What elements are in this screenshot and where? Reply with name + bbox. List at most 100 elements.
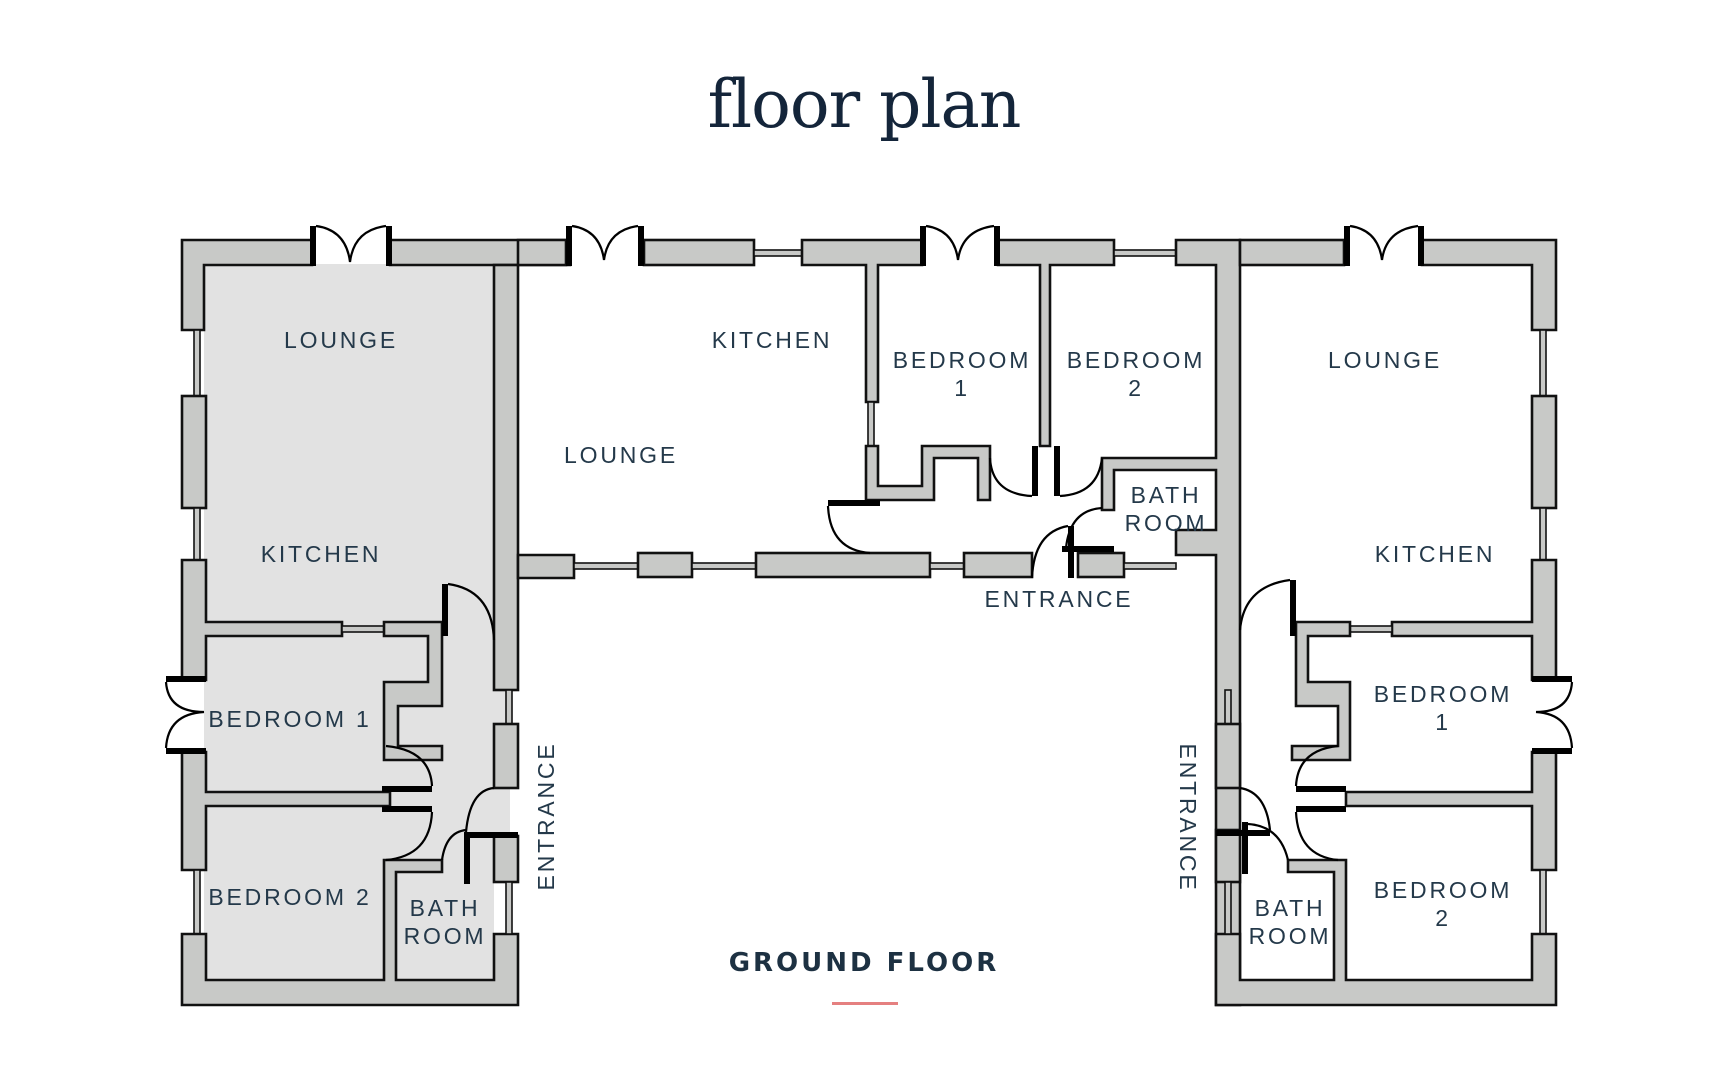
right-door-leaf bbox=[1290, 580, 1296, 636]
right-wall-seg bbox=[1214, 828, 1242, 884]
left-window bbox=[505, 689, 513, 725]
left-door-leaf bbox=[166, 676, 206, 682]
center-door-leaf bbox=[920, 226, 926, 266]
left-door-leaf bbox=[442, 584, 448, 636]
center-wall-top bbox=[516, 238, 568, 267]
room-label-bedroom-2: BEDROOM 2 bbox=[208, 884, 371, 910]
room-label-bedroom-1: 1 bbox=[954, 375, 970, 401]
room-label-bedroom-2: BEDROOM bbox=[1067, 347, 1205, 373]
right-door-swing bbox=[1535, 681, 1574, 749]
left-wall-seg bbox=[492, 722, 520, 790]
right-wall-seg bbox=[1530, 394, 1558, 510]
room-label-kitchen: KITCHEN bbox=[261, 541, 382, 567]
right-window bbox=[1539, 329, 1547, 397]
room-label-bedroom-1: BEDROOM bbox=[893, 347, 1031, 373]
right-door-leaf bbox=[1296, 786, 1346, 792]
center-door-swing bbox=[1030, 524, 1069, 579]
left-door-leaf bbox=[382, 806, 432, 812]
right-wall-kitchen bbox=[1390, 558, 1558, 682]
center-door-leaf bbox=[1054, 446, 1060, 496]
left-door-leaf bbox=[382, 786, 432, 792]
right-wall-bed-lower bbox=[1344, 750, 1558, 872]
room-label-bedroom-1: 1 bbox=[1435, 709, 1451, 735]
center-wall-bottom bbox=[754, 551, 932, 579]
room-label-entrance: ENTRANCE bbox=[985, 586, 1134, 612]
right-door-swing bbox=[1349, 224, 1419, 261]
room-label-lounge: LOUNGE bbox=[564, 442, 678, 468]
center-wall-bottom bbox=[636, 551, 694, 579]
center-door-swing bbox=[826, 505, 871, 555]
left-door-swing bbox=[447, 582, 496, 641]
left-door-swing bbox=[315, 224, 387, 263]
center-door-swing bbox=[571, 224, 639, 261]
room-label-bath: ROOM bbox=[404, 923, 487, 949]
left-wall-seg bbox=[492, 834, 520, 884]
left-window bbox=[193, 329, 201, 397]
left-wall-closet bbox=[382, 620, 444, 762]
center-door-leaf bbox=[566, 226, 572, 266]
left-door-leaf bbox=[464, 832, 470, 884]
right-window bbox=[1224, 689, 1232, 725]
center-wall-closet bbox=[864, 444, 992, 502]
center-door-leaf bbox=[638, 226, 644, 266]
center-window bbox=[1123, 562, 1177, 570]
center-window bbox=[867, 401, 875, 447]
center-door-leaf bbox=[828, 500, 880, 506]
right-inner-window bbox=[1349, 625, 1393, 633]
room-label-lounge: LOUNGE bbox=[284, 327, 398, 353]
right-door-leaf bbox=[1532, 676, 1572, 682]
right-door-swing bbox=[1294, 811, 1339, 862]
left-unit: LOUNGE KITCHEN BEDROOM 1 BEDROOM 2 BATH … bbox=[164, 224, 572, 1007]
center-door-leaf bbox=[994, 226, 1000, 266]
left-door-leaf bbox=[464, 832, 518, 838]
right-door-swing bbox=[1238, 578, 1291, 631]
center-door-swing bbox=[1059, 457, 1104, 498]
center-wall-top bbox=[642, 238, 756, 267]
right-door-leaf bbox=[1296, 806, 1346, 812]
center-window bbox=[753, 249, 803, 257]
left-door-swing bbox=[385, 811, 434, 862]
right-door-leaf bbox=[1242, 822, 1248, 874]
right-door-swing bbox=[1294, 744, 1339, 787]
center-wall-bottom bbox=[962, 551, 1034, 579]
right-wall-seg bbox=[1214, 722, 1242, 790]
center-door-leaf bbox=[1032, 446, 1038, 496]
floor-label-underline bbox=[832, 1002, 898, 1005]
left-door-swing bbox=[464, 786, 495, 833]
left-wall-seg bbox=[180, 394, 208, 510]
room-label-bedroom-2: 2 bbox=[1128, 375, 1144, 401]
floor-label: GROUND FLOOR bbox=[728, 948, 1000, 978]
right-door-swing bbox=[1239, 786, 1272, 831]
right-wall-closet bbox=[1290, 620, 1352, 762]
right-door-leaf bbox=[1344, 226, 1350, 266]
left-door-swing bbox=[164, 681, 205, 749]
right-wall-bottom bbox=[1214, 858, 1558, 1007]
right-door-swing bbox=[1247, 822, 1290, 861]
right-wall-top-right bbox=[1420, 238, 1558, 332]
room-label-bedroom-2: BEDROOM bbox=[1374, 877, 1512, 903]
left-window bbox=[505, 881, 513, 935]
left-door-leaf bbox=[310, 226, 316, 266]
room-label-bath: ROOM bbox=[1125, 510, 1208, 536]
right-unit: LOUNGE KITCHEN BEDROOM 1 BEDROOM 2 BATH … bbox=[1175, 224, 1574, 1007]
center-window bbox=[1113, 249, 1177, 257]
page-title: floor plan bbox=[707, 66, 1022, 143]
left-door-leaf bbox=[166, 748, 206, 754]
left-door-swing bbox=[385, 744, 434, 787]
left-window bbox=[193, 869, 201, 935]
right-door-leaf bbox=[1418, 226, 1424, 266]
room-label-kitchen: KITCHEN bbox=[712, 327, 833, 353]
center-window bbox=[929, 562, 965, 570]
room-label-bath: BATH bbox=[1255, 895, 1326, 921]
room-label-bedroom-2: 2 bbox=[1435, 905, 1451, 931]
center-door-swing bbox=[1064, 506, 1103, 549]
right-door-leaf bbox=[1532, 748, 1572, 754]
room-label-bath: ROOM bbox=[1249, 923, 1332, 949]
center-door-swing bbox=[925, 224, 995, 261]
left-wall-divider bbox=[492, 263, 520, 692]
right-wall-top bbox=[1238, 238, 1346, 267]
right-window bbox=[1539, 507, 1547, 561]
center-window bbox=[691, 562, 757, 570]
left-window bbox=[193, 507, 201, 561]
